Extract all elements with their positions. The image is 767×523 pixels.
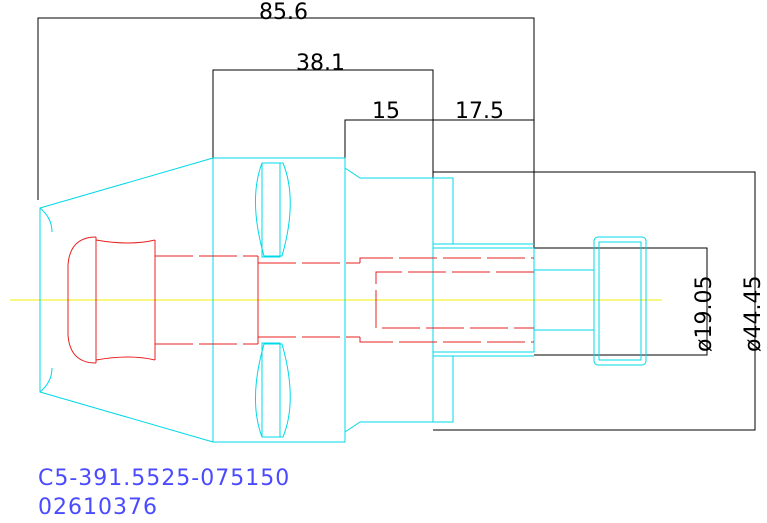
collet-outline [67, 236, 534, 364]
dim-flange-shank-line [344, 119, 534, 168]
item-code-label: 02610376 [38, 495, 158, 520]
stop-screw-head-inner [598, 241, 642, 361]
dim-body-length-line [212, 69, 434, 178]
drive-slot-top-inner [261, 162, 281, 258]
bore-inner-step [375, 271, 534, 329]
holder-outline [39, 157, 647, 443]
dimension-lines [37, 17, 756, 431]
dim-flange-length-text: 15 [372, 99, 400, 124]
taper-outline [39, 157, 214, 443]
drive-slot-top [255, 162, 291, 257]
dim-shank-diameter-text: ø44.45 [741, 276, 766, 352]
bore-inner-top [359, 257, 534, 263]
dim-overall-length-text: 85.6 [259, 0, 308, 25]
shank-top-block [432, 177, 454, 245]
bore-inner-bottom [359, 337, 534, 343]
dim-bore-diameter-line [534, 247, 708, 356]
flange-body [212, 157, 346, 443]
collet-bottom-curve [95, 356, 156, 361]
dim-bore-diameter-text: ø19.05 [692, 276, 717, 352]
collet-top-curve [95, 239, 156, 244]
dim-shank-length-text: 17.5 [455, 99, 504, 124]
part-number-label: C5-391.5525-075150 [38, 466, 291, 491]
taper-top-fillet [39, 207, 53, 233]
stop-screw-head [593, 236, 647, 366]
drive-slot-bottom [255, 343, 291, 438]
shank-bottom-block [432, 355, 454, 423]
dim-shank-diameter-line [433, 171, 756, 431]
collet-nose [67, 236, 97, 364]
drive-slot-bottom-inner [261, 342, 281, 438]
taper-bottom-fillet [39, 367, 53, 393]
dim-body-length-text: 38.1 [296, 51, 345, 76]
dim-overall-length-line [37, 17, 535, 248]
